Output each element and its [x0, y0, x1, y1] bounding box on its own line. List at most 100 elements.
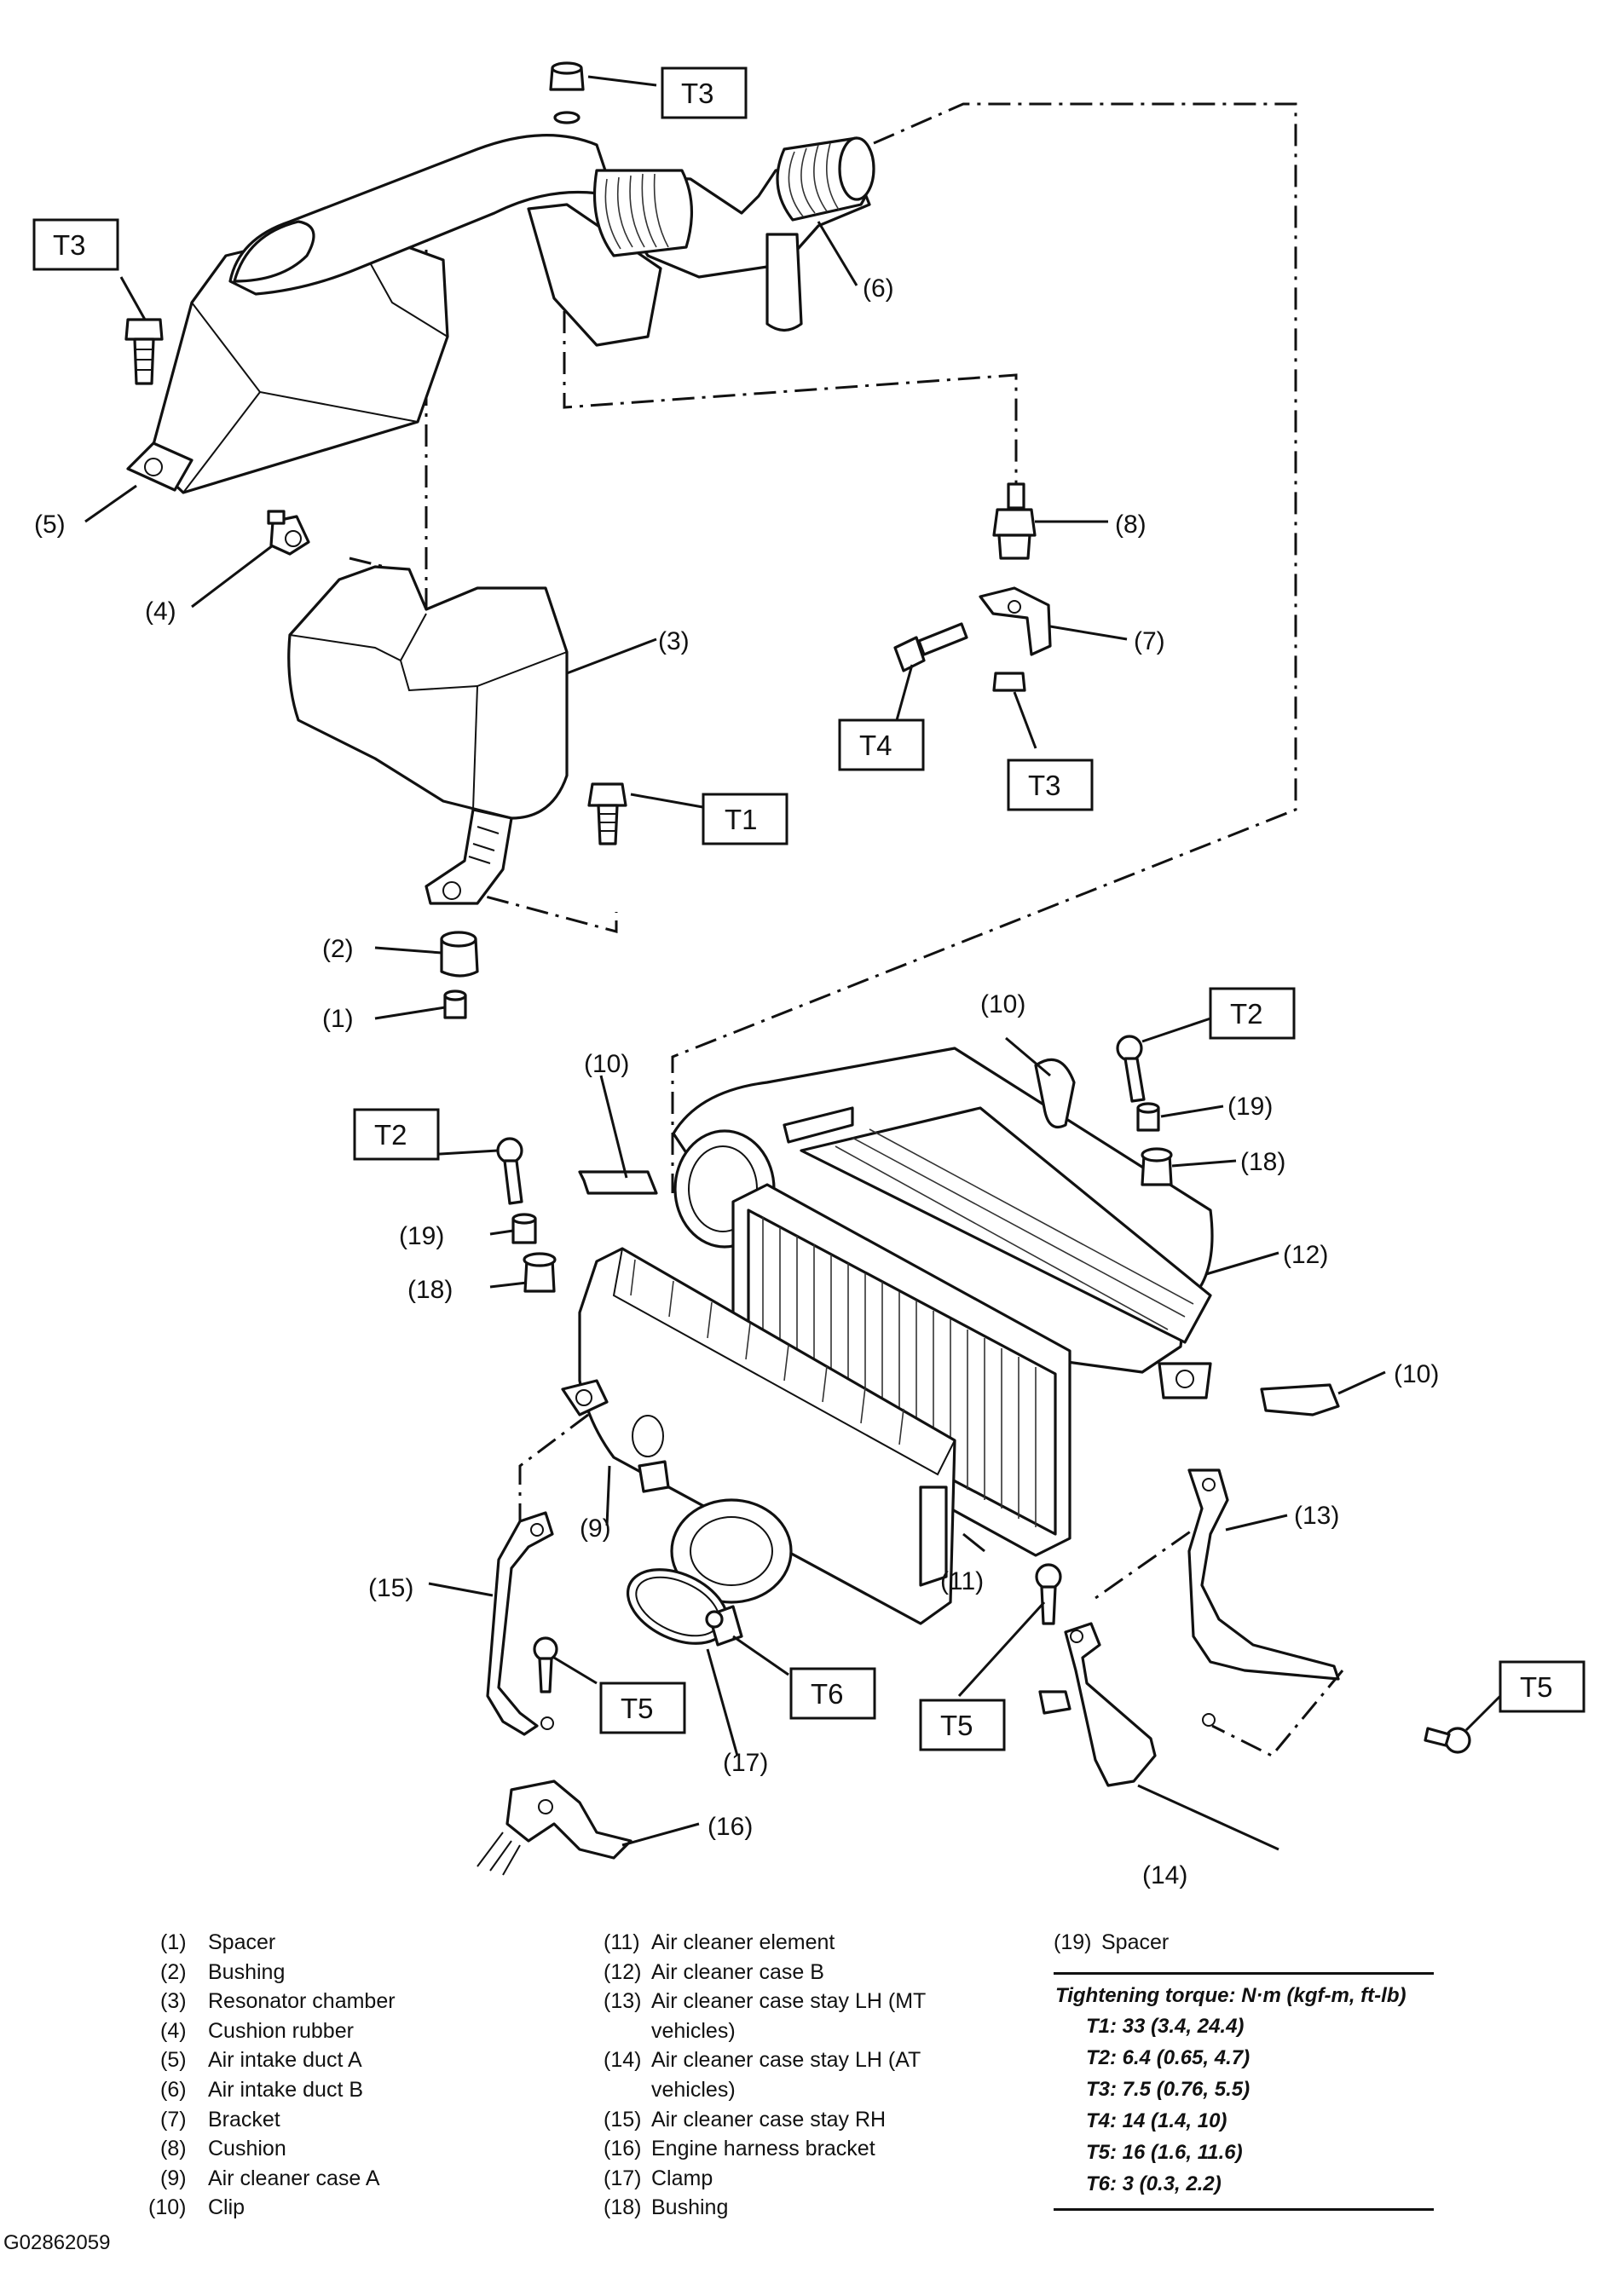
tag-t5-left-text: T5: [621, 1693, 654, 1724]
cushion-8: [992, 482, 1037, 560]
tag-t2-right-text: T2: [1230, 998, 1263, 1030]
torque-value-t6: T6: 3 (0.3, 2.2): [1086, 2172, 1222, 2195]
callout-13: (13): [1294, 1502, 1339, 1530]
air-cleaner-case-b: [672, 1047, 1214, 1399]
callout-labels: (1) (2) (3) (4) (5) (6) (7) (8) (9) (10)…: [34, 274, 1439, 1889]
air-intake-duct-b: [527, 136, 875, 347]
legend-column-1: (1)Spacer (2)Bushing (3)Resonator chambe…: [148, 1928, 604, 2223]
spacer-19-left: [511, 1213, 537, 1244]
callout-10-top: (10): [980, 990, 1025, 1018]
bolt-t2-right: [1116, 1035, 1146, 1103]
engine-harness-bracket: [477, 1780, 632, 1876]
spacer-19-right: [1136, 1102, 1160, 1132]
torque-tags: T3 T3 T1 T4 T3 T2 T2 T5: [32, 66, 1586, 1751]
torque-value-t3: T3: 7.5 (0.76, 5.5): [1086, 2078, 1251, 2101]
legend-item: (19)Spacer: [1054, 1930, 1170, 1954]
bolt-t3-duct: [124, 318, 164, 385]
legend-item: (14)Air cleaner case stay LH (AT vehicle…: [604, 2048, 921, 2102]
air-cleaner-case-stay-rh: [486, 1511, 554, 1736]
legend-item: (18)Bushing: [604, 2195, 729, 2220]
callout-15: (15): [368, 1574, 413, 1602]
tag-t1: T1: [702, 793, 788, 845]
legend-item: (6)Air intake duct B: [160, 2077, 364, 2102]
tag-t1-text: T1: [725, 804, 758, 835]
tag-t5-right-text: T5: [1520, 1671, 1553, 1703]
legend-column-2: (11)Air cleaner element (12)Air cleaner …: [604, 1928, 962, 2223]
callout-12: (12): [1283, 1241, 1328, 1269]
air-cleaner-case-a: [561, 1247, 956, 1625]
torque-value-t4: T4: 14 (1.4, 10): [1086, 2109, 1227, 2132]
callout-6: (6): [863, 274, 894, 303]
bolt-t4: [893, 622, 968, 672]
torque-value-t5: T5: 16 (1.6, 11.6): [1086, 2141, 1243, 2164]
screw-t6: [705, 1610, 724, 1629]
legend-item: (13)Air cleaner case stay LH (MT vehicle…: [604, 1989, 926, 2043]
callout-17: (17): [723, 1749, 768, 1777]
resonator-chamber: [287, 565, 569, 905]
torque-value-t2: T2: 6.4 (0.65, 4.7): [1086, 2046, 1251, 2069]
bolt-t1: [587, 782, 627, 845]
callout-16: (16): [708, 1813, 753, 1841]
tag-t2-right: T2: [1209, 987, 1296, 1040]
legend-item: (5)Air intake duct A: [160, 2048, 362, 2073]
tag-t3-left-text: T3: [53, 229, 86, 261]
tag-t5-middle-text: T5: [940, 1710, 973, 1741]
cushion-rubber: [267, 510, 310, 556]
legend-item: (4)Cushion rubber: [160, 2018, 354, 2043]
bolt-t5-left: [533, 1636, 558, 1693]
clip-10-left: [578, 1170, 658, 1195]
callout-3: (3): [658, 627, 690, 655]
tag-t3-bracket-text: T3: [1028, 770, 1061, 801]
legend-column-3: (19)Spacer: [1054, 1928, 1454, 1958]
callout-18-left: (18): [407, 1276, 453, 1304]
callout-18-right: (18): [1240, 1148, 1285, 1176]
nut-t3-bracket: [992, 672, 1026, 692]
air-cleaner-case-stay-lh-at: [1038, 1622, 1157, 1787]
legend-item: (16)Engine harness bracket: [604, 2137, 875, 2161]
legend-item: (7)Bracket: [160, 2107, 280, 2132]
callout-8: (8): [1115, 511, 1147, 539]
tag-t3-top-text: T3: [681, 78, 714, 109]
tag-t6: T6: [789, 1667, 876, 1720]
tag-t5-left: T5: [599, 1682, 686, 1734]
legend-item: (10)Clip: [148, 2195, 245, 2220]
leader-lines: [84, 75, 1506, 1851]
tag-t5-middle: T5: [919, 1699, 1006, 1751]
bolt-t5-right: [1424, 1727, 1471, 1754]
callout-11: (11): [940, 1567, 984, 1595]
callout-9: (9): [580, 1514, 611, 1543]
clip-10-right: [1260, 1383, 1340, 1416]
clip-10-top: [1034, 1058, 1076, 1129]
tag-t3-left: T3: [32, 218, 119, 271]
legend-item: (17)Clamp: [604, 2166, 713, 2190]
tag-t2-left-text: T2: [374, 1119, 407, 1151]
air-cleaner-case-stay-lh-mt: [1187, 1468, 1340, 1727]
legend-item: (3)Resonator chamber: [160, 1989, 396, 2014]
callout-19-left: (19): [399, 1222, 444, 1250]
callout-5: (5): [34, 511, 66, 539]
spacer-1: [443, 989, 467, 1019]
tag-t3-top: T3: [661, 66, 748, 119]
callout-10-left: (10): [584, 1050, 629, 1078]
tag-t5-right: T5: [1499, 1660, 1586, 1713]
nut-t3-top: [549, 61, 585, 124]
callout-4: (4): [145, 597, 176, 626]
bolt-t2-left: [496, 1137, 523, 1205]
callout-19-right: (19): [1227, 1093, 1273, 1121]
tag-t4-text: T4: [859, 730, 892, 761]
bushing-18-right: [1141, 1147, 1173, 1186]
figure-code: G02862059: [3, 2231, 111, 2254]
tag-t3-bracket: T3: [1007, 759, 1094, 811]
legend-item: (12)Air cleaner case B: [604, 1959, 824, 1984]
torque-value-t1: T1: 33 (3.4, 24.4): [1086, 2015, 1245, 2038]
bushing-18-left: [523, 1252, 557, 1293]
tag-t2-left: T2: [353, 1108, 440, 1161]
callout-7: (7): [1134, 627, 1165, 655]
callout-14: (14): [1142, 1861, 1187, 1889]
tightening-torque-table: Tightening torque: N·m (kgf-m, ft-lb) T1…: [1054, 1972, 1434, 2211]
air-cleaner-element: [731, 1183, 1071, 1557]
air-intake-duct-a: [126, 134, 615, 494]
bracket-7: [979, 586, 1052, 656]
callout-2: (2): [322, 935, 354, 963]
